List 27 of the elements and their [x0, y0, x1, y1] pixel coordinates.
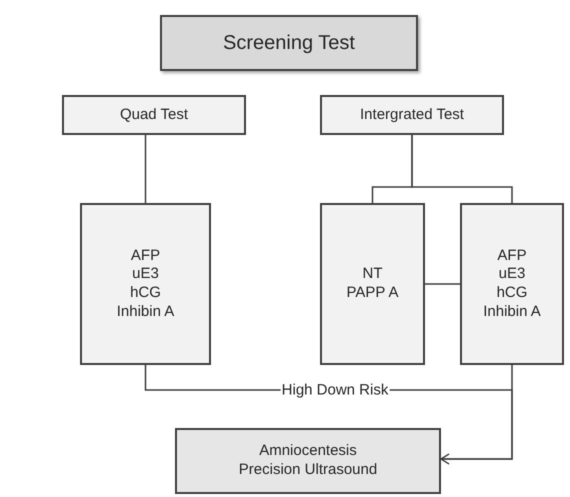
- process-box: [320, 203, 425, 365]
- node-text: Amniocentesis: [259, 442, 357, 461]
- node-text: Precision Ultrasound: [238, 461, 378, 480]
- node-text: PAPP A: [346, 284, 398, 303]
- node-text: hCG: [496, 284, 528, 303]
- title-box: [160, 15, 418, 71]
- edge-label: High Down Risk: [280, 382, 390, 398]
- process-box: [460, 203, 564, 365]
- arrow: [440, 365, 513, 465]
- node-text: Intergrated Test: [360, 106, 464, 124]
- node-text: Inhibin A: [483, 302, 541, 322]
- node-text: hCG: [130, 284, 161, 303]
- process-box: [62, 95, 246, 135]
- node-text: uE3: [498, 265, 526, 284]
- connector-line: [411, 135, 513, 203]
- node-text: Quad Test: [120, 106, 188, 124]
- process-box: [175, 428, 441, 494]
- connector-line: [144, 135, 146, 203]
- node-text: AFP: [497, 246, 527, 266]
- node-text: Inhibin A: [116, 302, 174, 322]
- node-text: Screening Test: [223, 30, 355, 56]
- node-text: uE3: [132, 265, 159, 284]
- process-box: [80, 203, 211, 365]
- connector-line: [425, 283, 460, 285]
- process-box: [320, 95, 504, 135]
- node-text: NT: [362, 265, 382, 284]
- node-text: AFP: [130, 246, 160, 266]
